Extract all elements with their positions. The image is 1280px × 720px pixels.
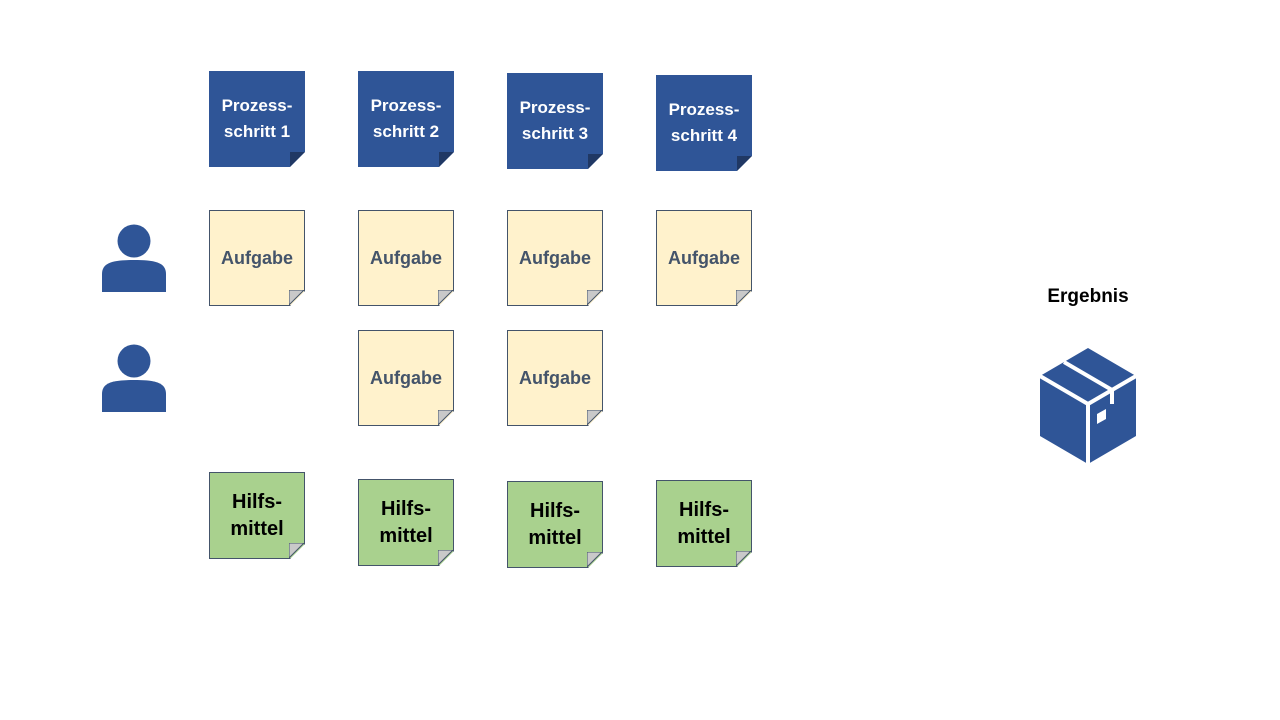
process-step-line2: schritt 3: [521, 124, 589, 143]
aid-line1: Hilfs-: [530, 499, 580, 522]
process-step-4: Prozess-schritt 4: [656, 75, 752, 171]
process-step-line1: Prozess-: [221, 96, 293, 115]
result-label: Ergebnis: [1047, 286, 1129, 307]
process-step-line1: Prozess-: [668, 100, 740, 119]
process-step-2: Prozess-schritt 2: [358, 71, 454, 167]
aid-line2: mittel: [528, 526, 582, 549]
person-icon: [102, 344, 166, 412]
task-label: Aufgabe: [519, 367, 591, 388]
task-note: Aufgabe: [507, 210, 603, 306]
process-step-line1: Prozess-: [370, 96, 442, 115]
aid-note: Hilfs-mittel: [507, 481, 603, 568]
aid-line2: mittel: [379, 524, 433, 547]
aid-line2: mittel: [677, 525, 731, 548]
task-note: Aufgabe: [358, 210, 454, 306]
task-note: Aufgabe: [358, 330, 454, 426]
task-label: Aufgabe: [370, 247, 442, 268]
task-label: Aufgabe: [519, 247, 591, 268]
process-step-1: Prozess-schritt 1: [209, 71, 305, 167]
task-label: Aufgabe: [370, 367, 442, 388]
aid-line2: mittel: [230, 517, 284, 540]
aid-note: Hilfs-mittel: [209, 472, 305, 559]
task-note: Aufgabe: [209, 210, 305, 306]
aid-line1: Hilfs-: [679, 498, 729, 521]
aid-note: Hilfs-mittel: [358, 479, 454, 566]
aid-note: Hilfs-mittel: [656, 480, 752, 567]
task-note: Aufgabe: [656, 210, 752, 306]
process-step-3: Prozess-schritt 3: [507, 73, 603, 169]
aid-line1: Hilfs-: [381, 497, 431, 520]
task-note: Aufgabe: [507, 330, 603, 426]
package-icon: [1040, 348, 1136, 464]
process-step-line2: schritt 2: [372, 122, 440, 141]
process-step-line2: schritt 4: [670, 126, 738, 145]
task-label: Aufgabe: [221, 247, 293, 268]
person-icon: [102, 224, 166, 292]
process-step-line1: Prozess-: [519, 98, 591, 117]
aid-line1: Hilfs-: [232, 490, 282, 513]
task-label: Aufgabe: [668, 247, 740, 268]
process-step-line2: schritt 1: [223, 122, 291, 141]
